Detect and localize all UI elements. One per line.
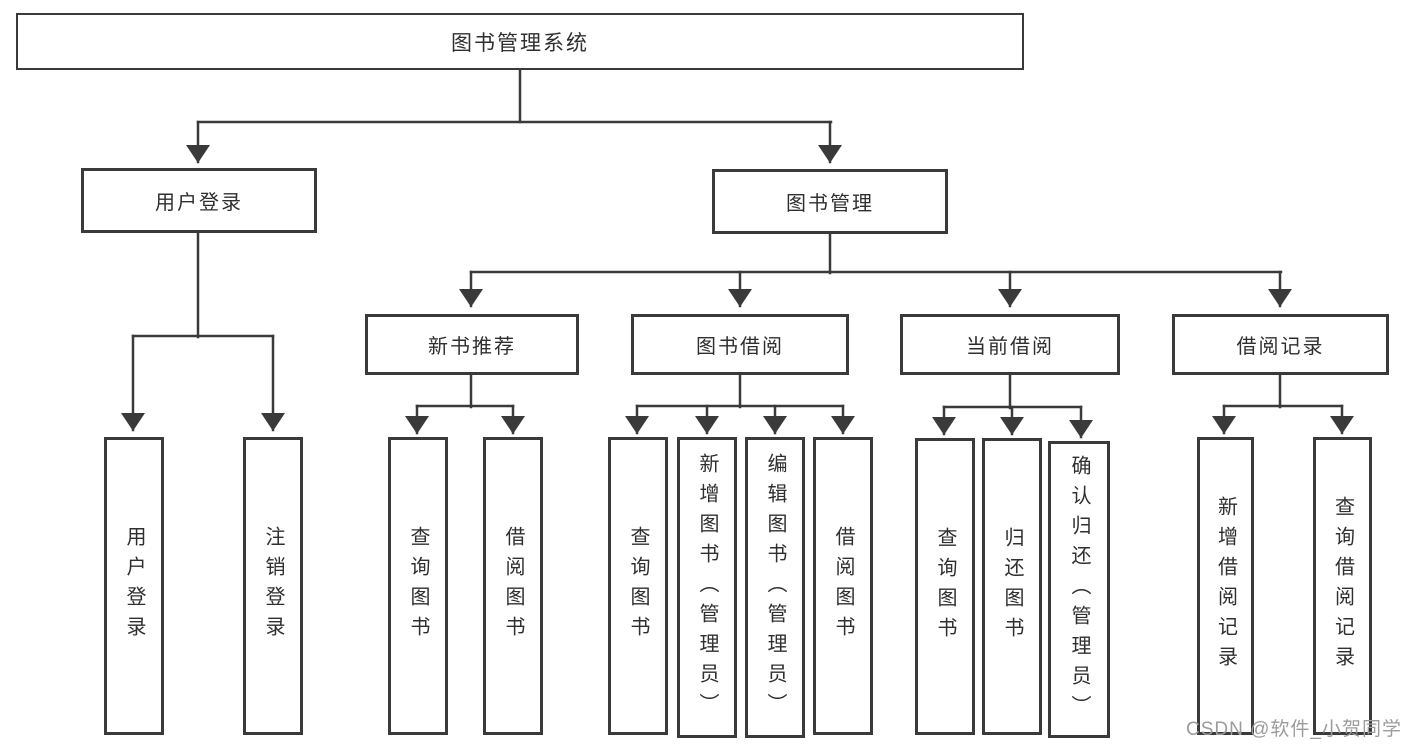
- leaf-cu-query-books-label: 查询图书: [934, 526, 956, 647]
- leaf-nb-query-books: 查询图书: [388, 437, 448, 735]
- node-borrow-records: 借阅记录: [1172, 314, 1389, 375]
- leaf-nb-borrow-books: 借阅图书: [483, 437, 543, 735]
- node-borrowing: 图书借阅: [631, 314, 849, 375]
- leaf-cu-confirm-return: 确认归还（管理员）: [1048, 441, 1110, 738]
- leaf-bw-add-books-label: 新增图书（管理员）: [696, 452, 718, 723]
- node-user-login-branch-label: 用户登录: [155, 192, 243, 214]
- leaf-rc-query-record: 查询借阅记录: [1313, 437, 1372, 735]
- leaf-bw-borrow-books-label: 借阅图书: [832, 526, 854, 646]
- leaf-bw-query-books-label: 查询图书: [627, 526, 649, 646]
- watermark: CSDN @软件_小贺同学: [1186, 719, 1402, 740]
- leaf-bw-edit-books-label: 编辑图书（管理员）: [764, 452, 786, 723]
- node-system-root-label: 图书管理系统: [451, 31, 589, 55]
- leaf-bw-query-books: 查询图书: [608, 437, 668, 735]
- leaf-bw-edit-books: 编辑图书（管理员）: [745, 437, 805, 738]
- leaf-bw-borrow-books: 借阅图书: [813, 437, 873, 735]
- node-new-books-label: 新书推荐: [428, 336, 516, 358]
- leaf-cu-confirm-return-label: 确认归还（管理员）: [1068, 454, 1090, 725]
- node-current-borrow-label: 当前借阅: [966, 336, 1054, 358]
- leaf-logout: 注销登录: [243, 437, 303, 735]
- leaf-rc-add-record: 新增借阅记录: [1197, 437, 1254, 735]
- leaf-bw-add-books: 新增图书（管理员）: [677, 437, 737, 738]
- leaf-rc-query-record-label: 查询借阅记录: [1331, 496, 1354, 676]
- node-system-root: 图书管理系统: [16, 13, 1024, 70]
- node-book-mgmt-branch-label: 图书管理: [786, 193, 874, 215]
- leaf-cu-return-books-label: 归还图书: [1001, 526, 1023, 647]
- leaf-logout-label: 注销登录: [262, 526, 284, 646]
- node-new-books: 新书推荐: [365, 314, 579, 375]
- leaf-user-login-label: 用户登录: [123, 526, 145, 646]
- node-borrow-records-label: 借阅记录: [1236, 336, 1325, 358]
- leaf-cu-return-books: 归还图书: [982, 438, 1042, 735]
- leaf-nb-query-books-label: 查询图书: [407, 526, 429, 646]
- node-book-mgmt-branch: 图书管理: [712, 169, 948, 234]
- leaf-nb-borrow-books-label: 借阅图书: [502, 526, 524, 646]
- node-user-login-branch: 用户登录: [81, 168, 317, 233]
- leaf-user-login: 用户登录: [104, 437, 164, 735]
- node-current-borrow: 当前借阅: [900, 314, 1120, 375]
- leaf-cu-query-books: 查询图书: [915, 438, 975, 735]
- node-borrowing-label: 图书借阅: [696, 336, 784, 358]
- leaf-rc-add-record-label: 新增借阅记录: [1214, 496, 1237, 676]
